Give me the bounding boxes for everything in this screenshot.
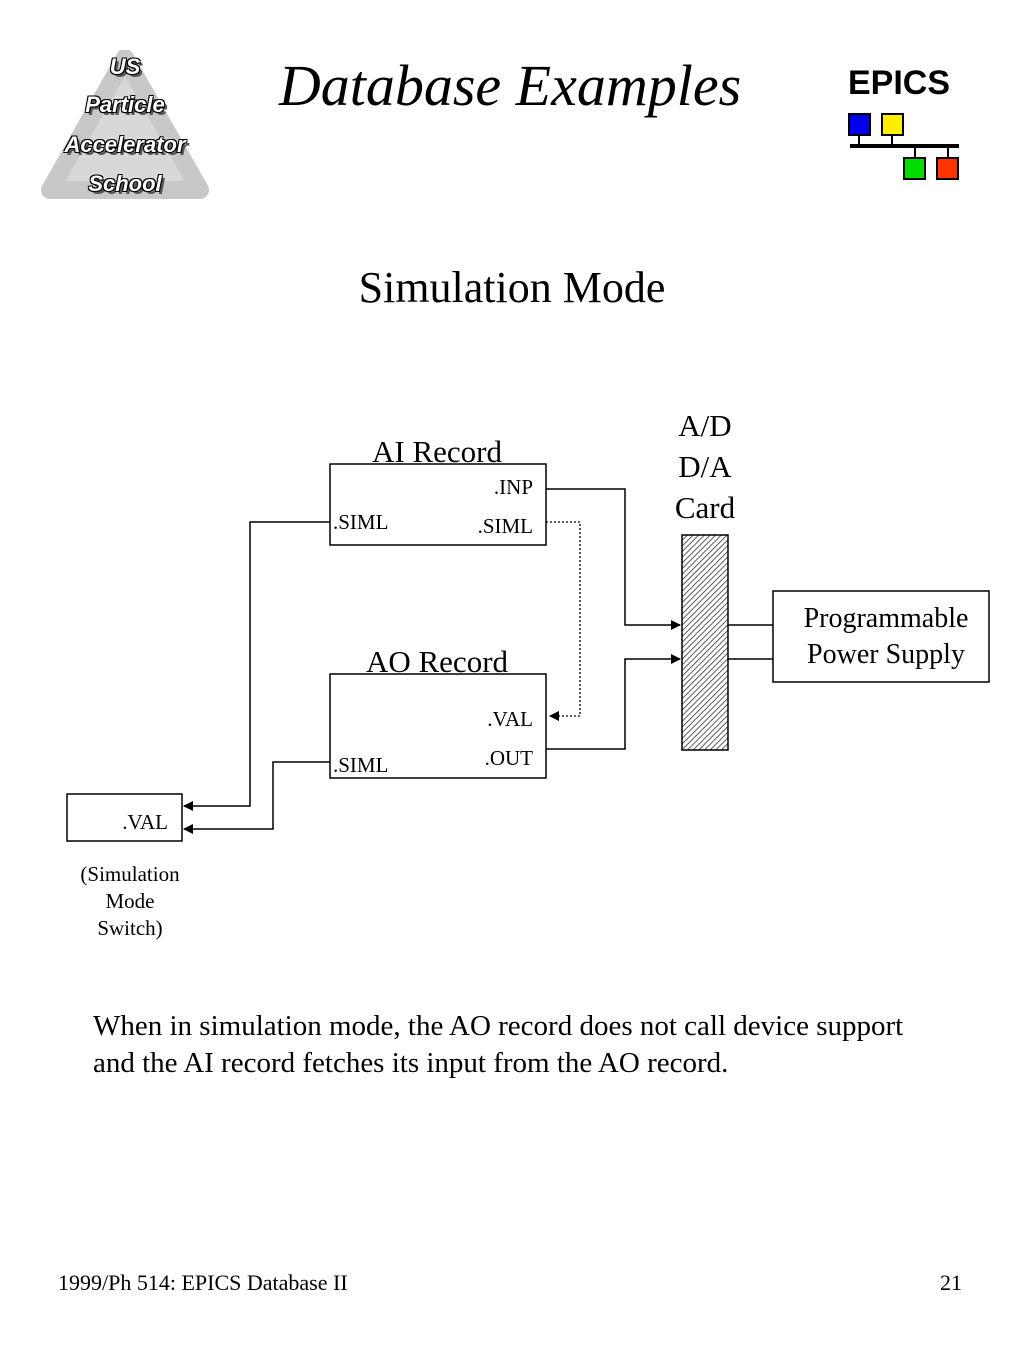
logo-line: Particle	[85, 92, 165, 117]
switch-caption-line: Mode	[106, 889, 155, 913]
switch-caption-line: (Simulation	[80, 862, 180, 886]
ai-siml-right-field: .SIML	[478, 514, 533, 538]
logo-line: US	[109, 54, 141, 79]
switch-caption-line: Switch)	[97, 916, 162, 940]
school-logo: US Particle Accelerator School	[40, 50, 210, 210]
card-label-line: Card	[675, 490, 736, 525]
card-label-line: D/A	[678, 449, 732, 484]
ai-siml-link	[183, 521, 330, 811]
ai-siml-left-field: .SIML	[333, 510, 388, 534]
power-supply-line: Power Supply	[807, 639, 965, 670]
ao-out-field: .OUT	[485, 746, 534, 770]
page-title: Database Examples	[278, 53, 742, 118]
card-label-line: A/D	[678, 408, 731, 443]
epics-square	[936, 157, 959, 180]
footer-course: 1999/Ph 514: EPICS Database II	[58, 1270, 348, 1295]
logo-line: School	[88, 171, 162, 196]
epics-network-icon	[848, 113, 959, 180]
adda-card	[681, 534, 729, 751]
ao-record-box	[329, 673, 547, 779]
ao-siml-link	[183, 761, 330, 834]
ao-val-field: .VAL	[487, 707, 533, 731]
body-paragraph: When in simulation mode, the AO record d…	[93, 1010, 904, 1079]
ai-record-title: AI Record	[372, 434, 502, 469]
simulation-mode-diagram: AI Record .INP .SIML .SIML AO Record .VA…	[66, 408, 990, 940]
ai-inp-field: .INP	[494, 475, 533, 499]
slide-subtitle: Simulation Mode	[358, 263, 666, 312]
logo-triangle-icon	[41, 50, 209, 199]
simulation-link	[546, 521, 581, 721]
epics-square	[903, 157, 926, 180]
ai-record-box	[329, 463, 547, 546]
ao-siml-field: .SIML	[333, 753, 388, 777]
switch-val-field: .VAL	[122, 810, 168, 834]
power-supply-box	[772, 590, 990, 683]
inp-link	[546, 488, 681, 630]
power-supply-line: Programmable	[804, 603, 969, 634]
out-link	[546, 654, 681, 750]
ao-record-title: AO Record	[366, 644, 509, 679]
logo-line: Accelerator	[64, 132, 186, 157]
simulation-switch-box	[66, 793, 183, 842]
epics-logo-label: EPICS	[848, 64, 951, 102]
page-number: 21	[940, 1270, 962, 1295]
